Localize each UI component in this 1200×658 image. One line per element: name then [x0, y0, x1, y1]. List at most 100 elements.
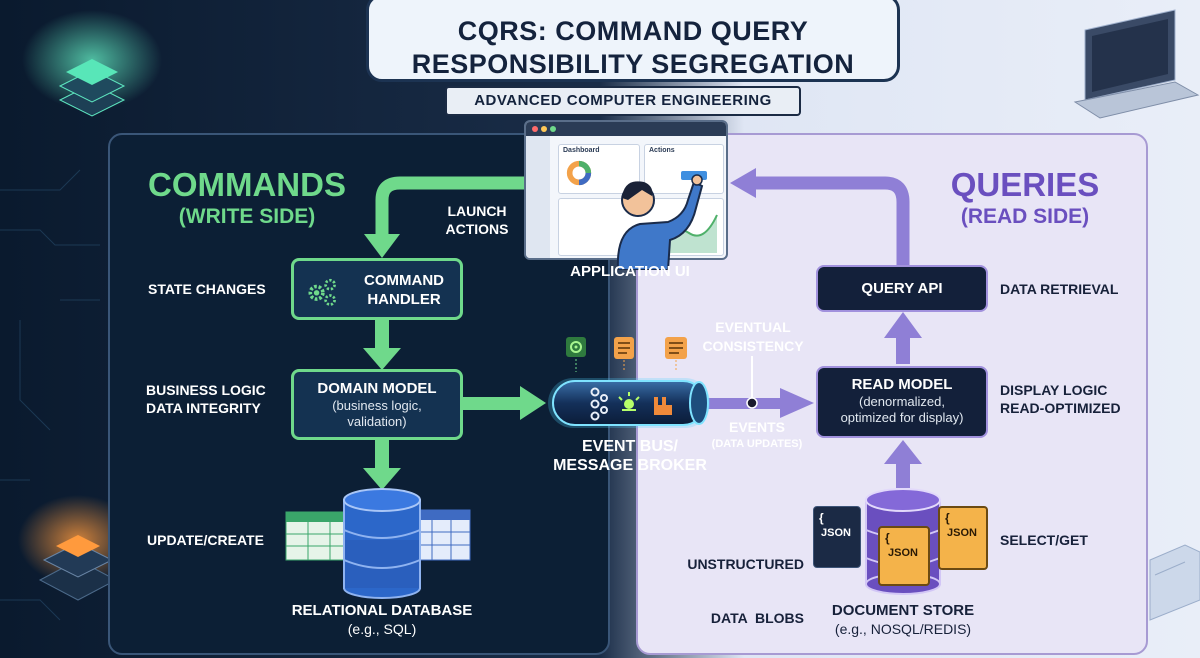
- handler-domain-shaft: [375, 320, 389, 350]
- rabbitmq-icon: [654, 397, 672, 415]
- return-arrow: [752, 176, 910, 265]
- bus-read-head: [780, 388, 814, 418]
- document-message-icon: [614, 337, 634, 372]
- donut-chart-icon: [566, 160, 592, 186]
- table-left: [285, 511, 353, 561]
- events-label: EVENTS (DATA UPDATES): [700, 418, 814, 451]
- launch-label-line-1: LAUNCH: [447, 203, 507, 219]
- server-stack-icon: [22, 10, 162, 117]
- domain-bus-head: [520, 386, 546, 420]
- domain-model-desc-1: (business logic,: [332, 398, 422, 413]
- title-line-2: RESPONSIBILITY SEGREGATION: [411, 49, 855, 79]
- event-bus-line-2: MESSAGE BROKER: [553, 457, 707, 474]
- title-banner: CQRS: COMMAND QUERY RESPONSIBILITY SEGRE…: [366, 0, 900, 82]
- business-logic-label: BUSINESS LOGIC: [146, 382, 266, 398]
- domain-db-head: [363, 468, 401, 490]
- document-store-desc: (e.g., NOSQL/REDIS): [834, 621, 972, 637]
- read-optimized-label: READ-OPTIMIZED: [1000, 400, 1121, 416]
- json-document-front: { JSON: [878, 526, 930, 586]
- json-brace: {: [945, 511, 950, 525]
- eventual-label: EVENTUAL: [715, 319, 791, 335]
- select-get-label: SELECT/GET: [1000, 532, 1088, 548]
- domain-model-node: DOMAIN MODEL (business logic, validation…: [291, 369, 463, 440]
- table-right: [413, 509, 471, 561]
- relational-database-title: RELATIONAL DATABASE: [291, 602, 473, 619]
- json-brace: {: [885, 531, 890, 545]
- json-document-right: { JSON: [938, 506, 988, 570]
- dashboard-card: Dashboard: [558, 144, 640, 194]
- domain-model-desc-2: validation): [347, 414, 407, 429]
- domain-db-shaft: [375, 440, 389, 470]
- launch-arrow-head: [364, 234, 400, 258]
- commands-subtitle: (WRITE SIDE): [178, 205, 316, 228]
- display-logic-labels: DISPLAY LOGIC READ-OPTIMIZED: [1000, 381, 1121, 417]
- application-ui-caption: APPLICATION UI: [570, 263, 690, 280]
- actions-card-title: Actions: [649, 147, 675, 154]
- command-handler-line-1: COMMAND: [364, 272, 444, 289]
- window-titlebar: [526, 122, 726, 136]
- queries-title: QUERIES: [950, 166, 1100, 203]
- launch-label: LAUNCH ACTIONS: [437, 202, 517, 238]
- json-label: JSON: [947, 527, 977, 539]
- read-model-node: READ MODEL (denormalized, optimized for …: [816, 366, 988, 438]
- domain-bus-shaft: [463, 397, 523, 410]
- read-api-shaft: [896, 334, 910, 364]
- store-read-shaft: [896, 462, 910, 488]
- user-person-icon: [616, 174, 704, 270]
- handler-domain-head: [363, 348, 401, 370]
- update-create-label: UPDATE/CREATE: [147, 532, 264, 548]
- consistency-label: CONSISTENCY: [702, 338, 804, 354]
- subtitle: ADVANCED COMPUTER ENGINEERING: [445, 86, 801, 116]
- json-document-dark: { JSON: [813, 506, 861, 568]
- relational-database-desc: (e.g., SQL): [347, 621, 417, 637]
- data-blobs-label: DATA BLOBS: [710, 610, 804, 626]
- read-model-desc-2: optimized for display): [840, 410, 964, 425]
- business-logic-labels: BUSINESS LOGIC DATA INTEGRITY: [146, 381, 266, 417]
- data-integrity-label: DATA INTEGRITY: [146, 400, 261, 416]
- eventual-consistency-label: EVENTUAL CONSISTENCY: [692, 318, 814, 356]
- commands-heading: COMMANDS (WRITE SIDE): [116, 166, 378, 230]
- kafka-icon: [590, 387, 608, 421]
- command-handler-line-2: HANDLER: [367, 291, 441, 308]
- document-message-icon-2: [665, 337, 687, 372]
- consistency-dot: [746, 397, 758, 409]
- commands-title: COMMANDS: [148, 166, 346, 203]
- domain-model-title: DOMAIN MODEL: [317, 380, 437, 397]
- laptop-icon: [1073, 9, 1200, 119]
- dashboard-card-title: Dashboard: [563, 147, 600, 154]
- queries-subtitle: (READ SIDE): [960, 205, 1090, 228]
- events-subtitle: (DATA UPDATES): [711, 438, 803, 450]
- bus-read-shaft: [706, 398, 782, 409]
- document-store-title: DOCUMENT STORE: [831, 602, 975, 619]
- read-model-desc-1: (denormalized,: [859, 394, 945, 409]
- event-bus-line-1: EVENT BUS/: [581, 438, 678, 455]
- json-brace: {: [819, 511, 824, 525]
- gear-message-icon: [566, 337, 586, 372]
- json-label: JSON: [821, 527, 851, 539]
- data-retrieval-label: DATA RETRIEVAL: [1000, 281, 1119, 297]
- unstructured-data-labels: UNSTRUCTURED DATA BLOBS: [680, 519, 804, 645]
- relational-database-caption: RELATIONAL DATABASE (e.g., SQL): [262, 601, 502, 639]
- ui-sidebar: [526, 136, 550, 258]
- launch-label-line-2: ACTIONS: [445, 221, 509, 237]
- server-icon-right: [1149, 544, 1200, 621]
- query-api-node: QUERY API: [816, 265, 988, 312]
- query-api-label: QUERY API: [861, 280, 943, 297]
- unstructured-label: UNSTRUCTURED: [687, 556, 804, 572]
- store-read-head: [884, 440, 922, 464]
- events-title: EVENTS: [728, 419, 785, 435]
- queries-heading: QUERIES (READ SIDE): [912, 166, 1138, 230]
- json-label: JSON: [888, 547, 918, 559]
- command-handler-node: COMMAND HANDLER: [291, 258, 463, 320]
- relational-database-icon: [285, 488, 471, 599]
- display-logic-label: DISPLAY LOGIC: [1000, 382, 1108, 398]
- return-arrow-head: [730, 168, 756, 198]
- event-icon: [618, 392, 640, 411]
- event-bus-caption: EVENT BUS/ MESSAGE BROKER: [540, 437, 720, 475]
- gears-icon: [308, 278, 336, 306]
- document-store-caption: DOCUMENT STORE (e.g., NOSQL/REDIS): [790, 601, 1016, 639]
- read-model-title: READ MODEL: [851, 376, 953, 393]
- state-changes-label: STATE CHANGES: [148, 281, 266, 297]
- title-line-1: CQRS: COMMAND QUERY: [457, 16, 809, 46]
